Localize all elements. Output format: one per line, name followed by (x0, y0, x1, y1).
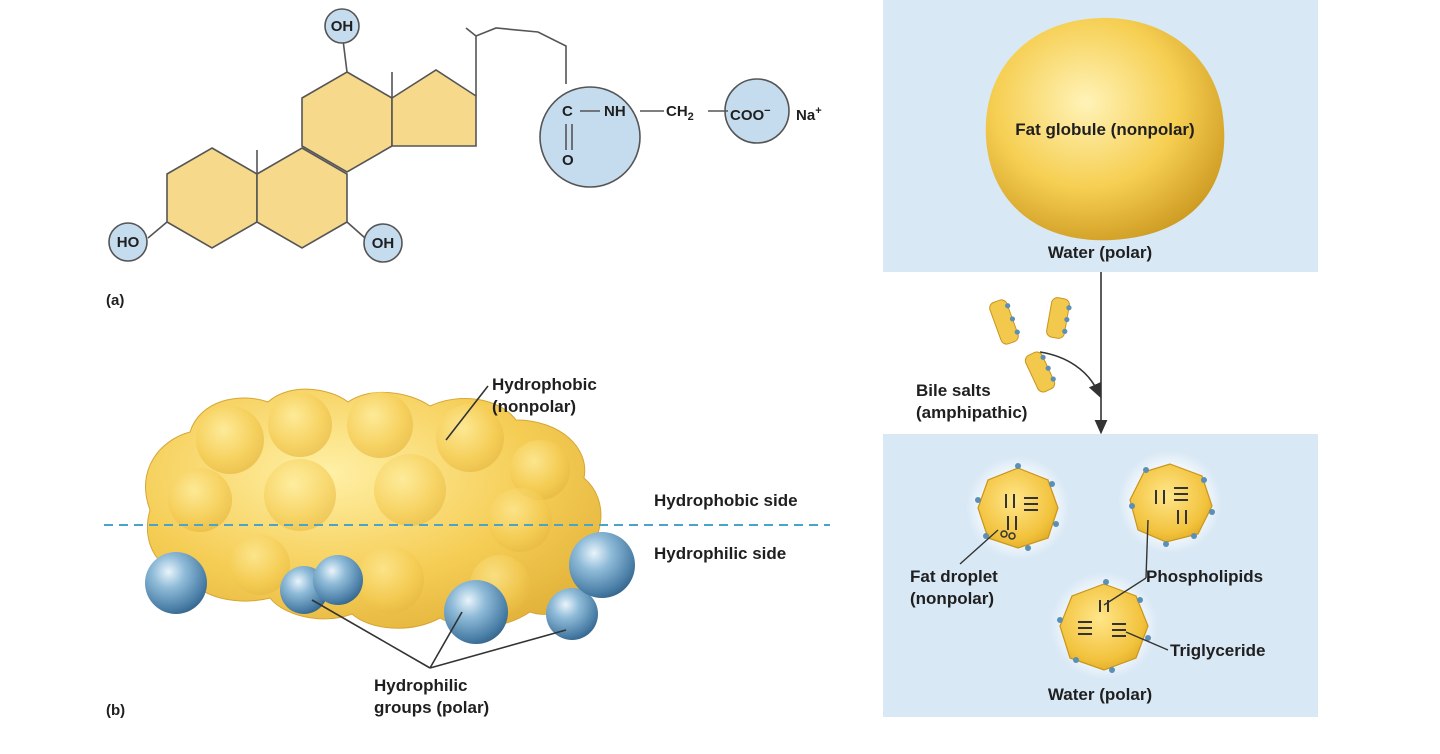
oh-top-circle (324, 8, 360, 44)
fat-droplet (1118, 450, 1222, 554)
hydrophilic-groups-label-line1: Hydrophilic (374, 676, 468, 695)
hydrophilic-leader (429, 611, 463, 669)
fat-droplet (966, 456, 1070, 560)
lump-texture (374, 454, 446, 526)
hydrophilic-leader (311, 599, 431, 669)
amide-nh-label: NH (604, 103, 626, 120)
ho-left-label: HO (116, 234, 140, 251)
oh-top-bond (342, 39, 348, 73)
panel-b-label: (b) (106, 702, 126, 719)
lump-texture (196, 406, 264, 474)
lump-texture (268, 393, 332, 457)
ch2-subscript: 2 (687, 111, 694, 123)
oh-top-label: OH (330, 18, 354, 35)
lump-texture (356, 546, 424, 614)
hydrophobic-side-label: Hydrophobic side (654, 491, 798, 510)
coo-superscript: − (764, 105, 771, 117)
lump-texture (347, 392, 413, 458)
hydrophilic-group (444, 580, 508, 644)
carbonyl-o-label: O (562, 152, 574, 169)
lump-texture (230, 535, 290, 595)
water-bottom-label: Water (polar) (1047, 685, 1153, 704)
lump-texture (436, 404, 504, 472)
lump-texture (510, 440, 570, 500)
fat-globule (985, 17, 1225, 241)
hydrophilic-group (313, 555, 363, 605)
fat-droplet-leader (959, 529, 999, 565)
fat-droplet (1050, 572, 1158, 680)
panel-c-emulsification (883, 0, 1318, 717)
oh-bottom-label: OH (371, 235, 395, 252)
hydrophobic-leader (445, 385, 489, 441)
bile-salt-piece (1024, 351, 1056, 393)
na-text: Na (796, 107, 816, 124)
side-chain (465, 27, 567, 96)
bile-salts-label-line2: (amphipathic) (916, 403, 1028, 422)
panel-b-bile-salt-model (104, 385, 830, 669)
panel-a-structure (108, 8, 790, 263)
ho-left-circle (108, 222, 148, 262)
hydrophilic-group (145, 552, 207, 614)
bile-salt-piece (1046, 297, 1072, 339)
triglyceride-label: Triglyceride (1170, 641, 1266, 660)
lump-texture (264, 459, 336, 531)
ring-a (166, 147, 258, 249)
amide-circle (539, 86, 641, 188)
oh-bottom-bond (346, 221, 366, 239)
oh-bottom-circle (363, 223, 403, 263)
ring-d (391, 69, 477, 147)
water-top-label: Water (polar) (1047, 243, 1153, 262)
ch2-text: CH (666, 103, 688, 120)
triglyceride-leader (1125, 631, 1169, 651)
na-label: Na+ (796, 101, 822, 126)
lump-texture (168, 468, 232, 532)
hydrophilic-leader (429, 629, 567, 669)
fat-globule-label: Fat globule (nonpolar) (1015, 120, 1195, 139)
bile-salts-label-line1: Bile salts (916, 381, 991, 400)
ch2-label: CH2 (666, 101, 694, 128)
hydrophobic-label-line2: (nonpolar) (492, 397, 577, 416)
hydrophilic-side-label: Hydrophilic side (654, 544, 787, 563)
hydrophilic-group (569, 532, 635, 598)
bile-salt-curve-arrow (1039, 351, 1101, 398)
phospholipids-label: Phospholipids (1146, 567, 1264, 586)
ho-left-bond (147, 221, 168, 239)
hydrophilic-groups-label-line2: groups (polar) (374, 698, 490, 717)
hydrophobic-label-line1: Hydrophobic (492, 375, 597, 394)
phospholipid-leader (1145, 519, 1149, 579)
phospholipid-leader (1103, 577, 1147, 606)
lump-texture (488, 488, 552, 552)
bile-salt-piece (989, 299, 1020, 345)
fat-droplet-label-line2: (nonpolar) (910, 589, 995, 608)
coo-text: COO (730, 107, 765, 124)
hydrophilic-group (546, 588, 598, 640)
fat-droplet-label-line1: Fat droplet (910, 567, 998, 586)
coo-label: COO− (730, 101, 771, 126)
amide-c-label: C (562, 103, 573, 120)
na-superscript: + (815, 105, 822, 117)
panel-a-label: (a) (106, 292, 125, 309)
